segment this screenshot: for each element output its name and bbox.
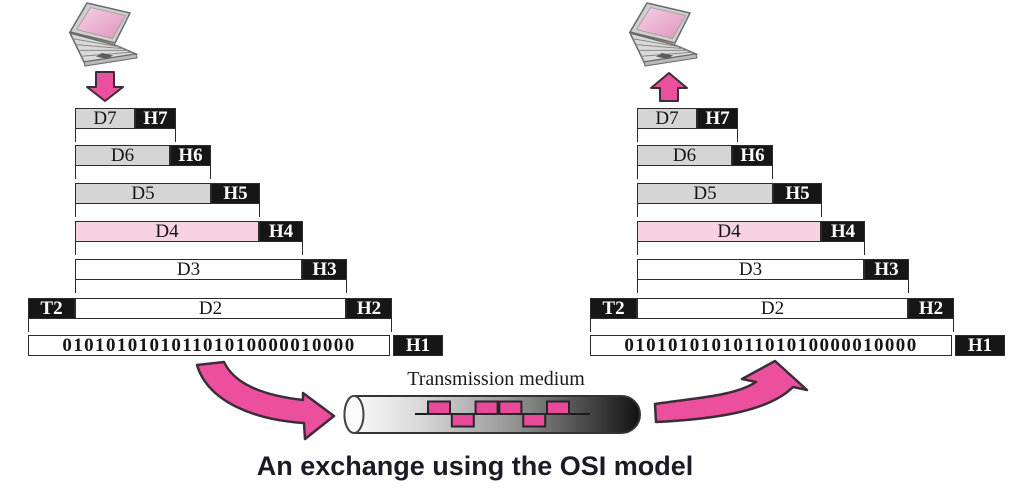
signal-bit-1 (498, 400, 523, 415)
left-d4-data: D4 (75, 221, 259, 242)
left-binary-bits: 010101010101101010000010000 (28, 335, 390, 356)
left-encapsulation-bracket (75, 129, 176, 142)
left-h4-header: H4 (259, 221, 303, 242)
right-encapsulation-bracket (637, 204, 822, 217)
left-d7-data: D7 (75, 108, 135, 129)
signal-waveform (415, 400, 590, 428)
right-encapsulation-bracket (637, 129, 738, 142)
right-h7-header: H7 (697, 108, 738, 129)
right-encapsulation-bracket (590, 319, 954, 332)
transmission-medium-label: Transmission medium (407, 368, 585, 390)
left-d3-data: D3 (75, 259, 302, 280)
left-encapsulation-bracket (75, 242, 303, 255)
left-h6-header: H6 (170, 145, 211, 166)
right-encapsulation-bracket (637, 242, 865, 255)
left-d6-data: D6 (75, 145, 170, 166)
left-h1-header: H1 (393, 335, 443, 356)
left-h7-header: H7 (135, 108, 176, 129)
right-d3-data: D3 (637, 259, 864, 280)
right-h5-header: H5 (773, 183, 822, 204)
left-h5-header: H5 (211, 183, 260, 204)
right-encapsulation-bracket (637, 280, 909, 293)
signal-bit-1 (474, 400, 499, 415)
left-h2-header: H2 (346, 298, 392, 319)
left-encapsulation-bracket (75, 204, 260, 217)
laptop-icon-right (629, 2, 698, 67)
right-binary-bits: 010101010101101010000010000 (590, 335, 952, 356)
right-h1-header: H1 (955, 335, 1005, 356)
curved-arrow-left-icon (195, 360, 336, 441)
right-h3-header: H3 (864, 259, 909, 280)
signal-bit-1 (427, 400, 451, 415)
signal-bit-1 (546, 400, 570, 415)
right-d7-data: D7 (637, 108, 697, 129)
right-d4-data: D4 (637, 221, 821, 242)
left-d5-data: D5 (75, 183, 211, 204)
down-arrow-icon (86, 71, 124, 102)
curved-arrow-right-icon (653, 359, 809, 424)
left-encapsulation-bracket (28, 319, 392, 332)
right-d2-data: D2 (637, 298, 908, 319)
up-arrow-icon (650, 72, 688, 102)
right-h2-header: H2 (908, 298, 954, 319)
left-h3-header: H3 (302, 259, 347, 280)
right-encapsulation-bracket (637, 166, 773, 179)
left-encapsulation-bracket (75, 280, 347, 293)
right-d6-data: D6 (637, 145, 732, 166)
left-t2-trailer: T2 (28, 298, 75, 319)
laptop-icon-left (69, 2, 138, 67)
left-d2-data: D2 (75, 298, 346, 319)
right-h6-header: H6 (732, 145, 773, 166)
signal-bit-0 (522, 413, 547, 428)
diagram-caption: An exchange using the OSI model (256, 451, 694, 481)
signal-bit-0 (450, 413, 475, 428)
right-d5-data: D5 (637, 183, 773, 204)
left-encapsulation-bracket (75, 166, 211, 179)
right-t2-trailer: T2 (590, 298, 637, 319)
right-h4-header: H4 (821, 221, 865, 242)
